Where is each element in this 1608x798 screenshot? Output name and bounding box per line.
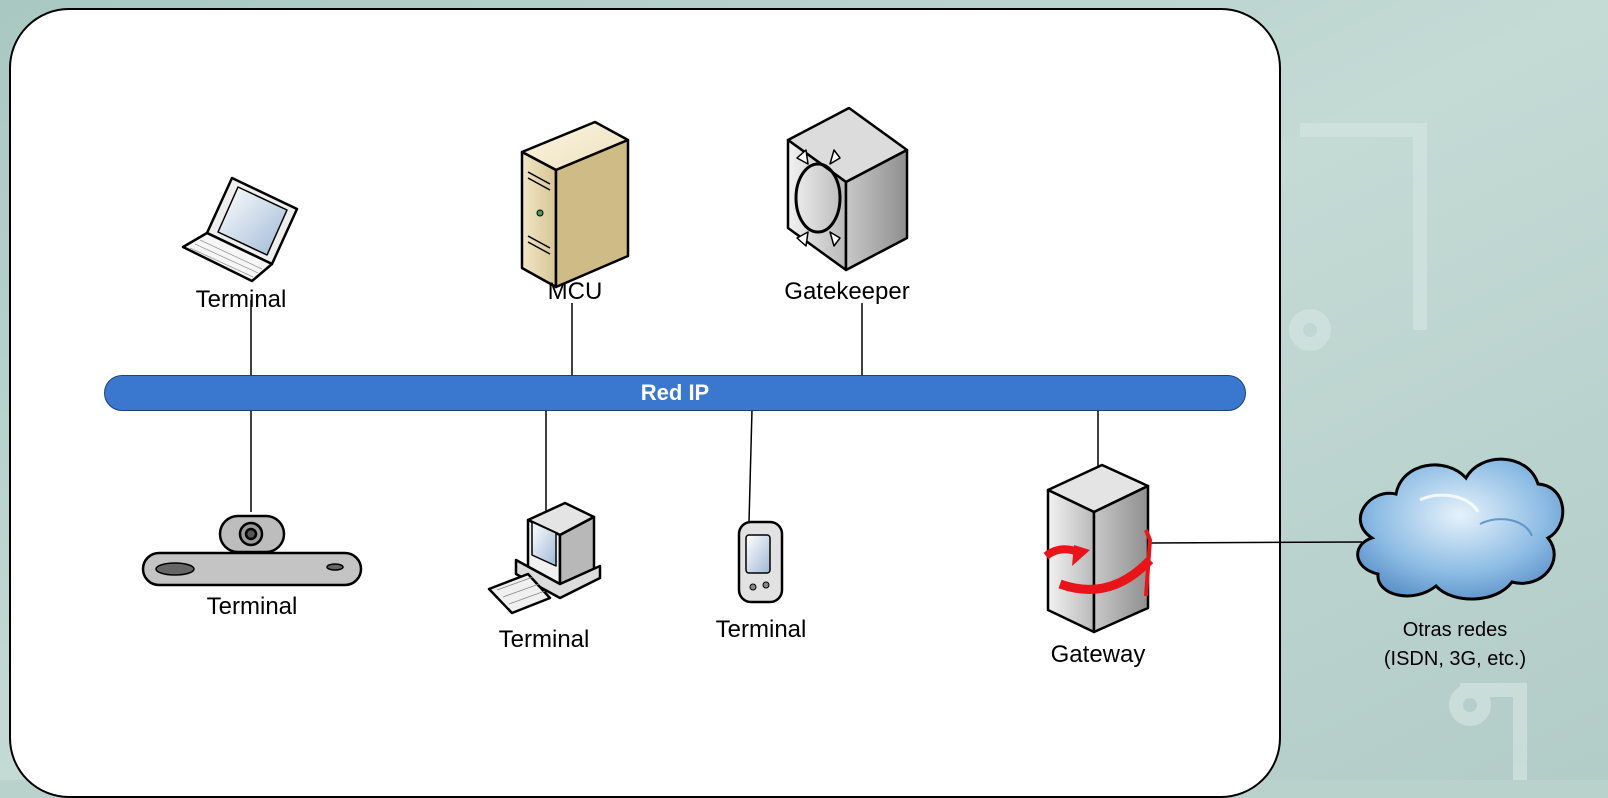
other-networks-line1: Otras redes [1402,619,1508,641]
laptop-terminal-label: Terminal [195,286,287,313]
mcu-server-icon [520,120,630,289]
gatekeeper-icon [786,106,909,272]
pda-terminal-label: Terminal [715,616,807,643]
video-camera-icon [141,514,363,587]
cloud-icon [1356,457,1565,601]
desktop-terminal-label: Terminal [498,626,590,653]
laptop-icon [181,176,299,283]
gateway-label: Gateway [1050,641,1146,668]
other-networks-label: Otras redes (ISDN, 3G, etc.) [1384,616,1526,674]
ip-network-bus: Red IP [104,375,1246,411]
gateway-icon [1043,463,1154,634]
other-networks-line2: (ISDN, 3G, etc.) [1383,648,1527,670]
network-diagram [141,106,1565,634]
connector-lines [250,300,1363,544]
mcu-label: MCU [547,278,603,305]
pda-icon [737,520,784,604]
gatekeeper-label: Gatekeeper [784,278,910,305]
ip-network-label: Red IP [640,380,710,405]
video-terminal-label: Terminal [206,593,298,620]
desktop-computer-icon [487,501,602,615]
